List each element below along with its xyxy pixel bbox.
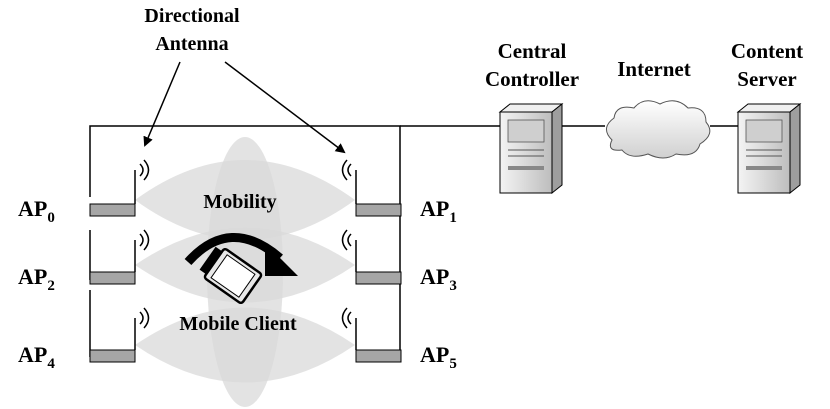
- antenna-icon: [341, 159, 357, 204]
- pointer-right: [224, 61, 346, 154]
- ap0-base: [89, 203, 136, 217]
- ap1-label: AP1: [420, 196, 457, 226]
- server-icon: [736, 102, 802, 195]
- label-mobile-client: Mobile Client: [179, 313, 297, 335]
- ap3-label: AP3: [420, 264, 457, 294]
- label-content: Content: [731, 39, 803, 63]
- ap4-base: [89, 349, 136, 363]
- label-controller: Controller: [485, 67, 579, 91]
- ap4-label: AP4: [18, 342, 55, 372]
- ap0-label: AP0: [18, 196, 55, 226]
- ap2-base: [89, 271, 136, 285]
- label-internet: Internet: [617, 57, 690, 81]
- antenna-pointers: [143, 61, 346, 154]
- antennas: [134, 159, 357, 350]
- ap2-label: AP2: [18, 264, 55, 294]
- antenna-icon: [341, 307, 357, 350]
- network-links: [89, 125, 738, 357]
- ap5-label: AP5: [420, 342, 457, 372]
- server-icon: [498, 102, 564, 195]
- ap1-base: [355, 203, 402, 217]
- text-labels: Directional Antenna Central Controller I…: [18, 5, 803, 372]
- cloud-icon: [606, 100, 711, 159]
- mobile-device-icon: [199, 246, 263, 305]
- frame-left: [89, 125, 401, 357]
- antenna-icon: [341, 229, 357, 272]
- label-server: Server: [737, 67, 796, 91]
- antenna-icon: [134, 307, 150, 350]
- label-central: Central: [498, 39, 567, 63]
- antenna-icon: [134, 229, 150, 272]
- mobility-arrow-icon: [184, 233, 298, 276]
- ap-bases: [89, 203, 402, 363]
- label-mobility: Mobility: [203, 191, 276, 213]
- label-antenna: Antenna: [155, 33, 228, 55]
- pointer-left: [143, 61, 181, 147]
- antenna-icon: [134, 159, 150, 204]
- ap3-base: [355, 271, 402, 285]
- label-directional: Directional: [144, 5, 240, 27]
- ap5-base: [355, 349, 402, 363]
